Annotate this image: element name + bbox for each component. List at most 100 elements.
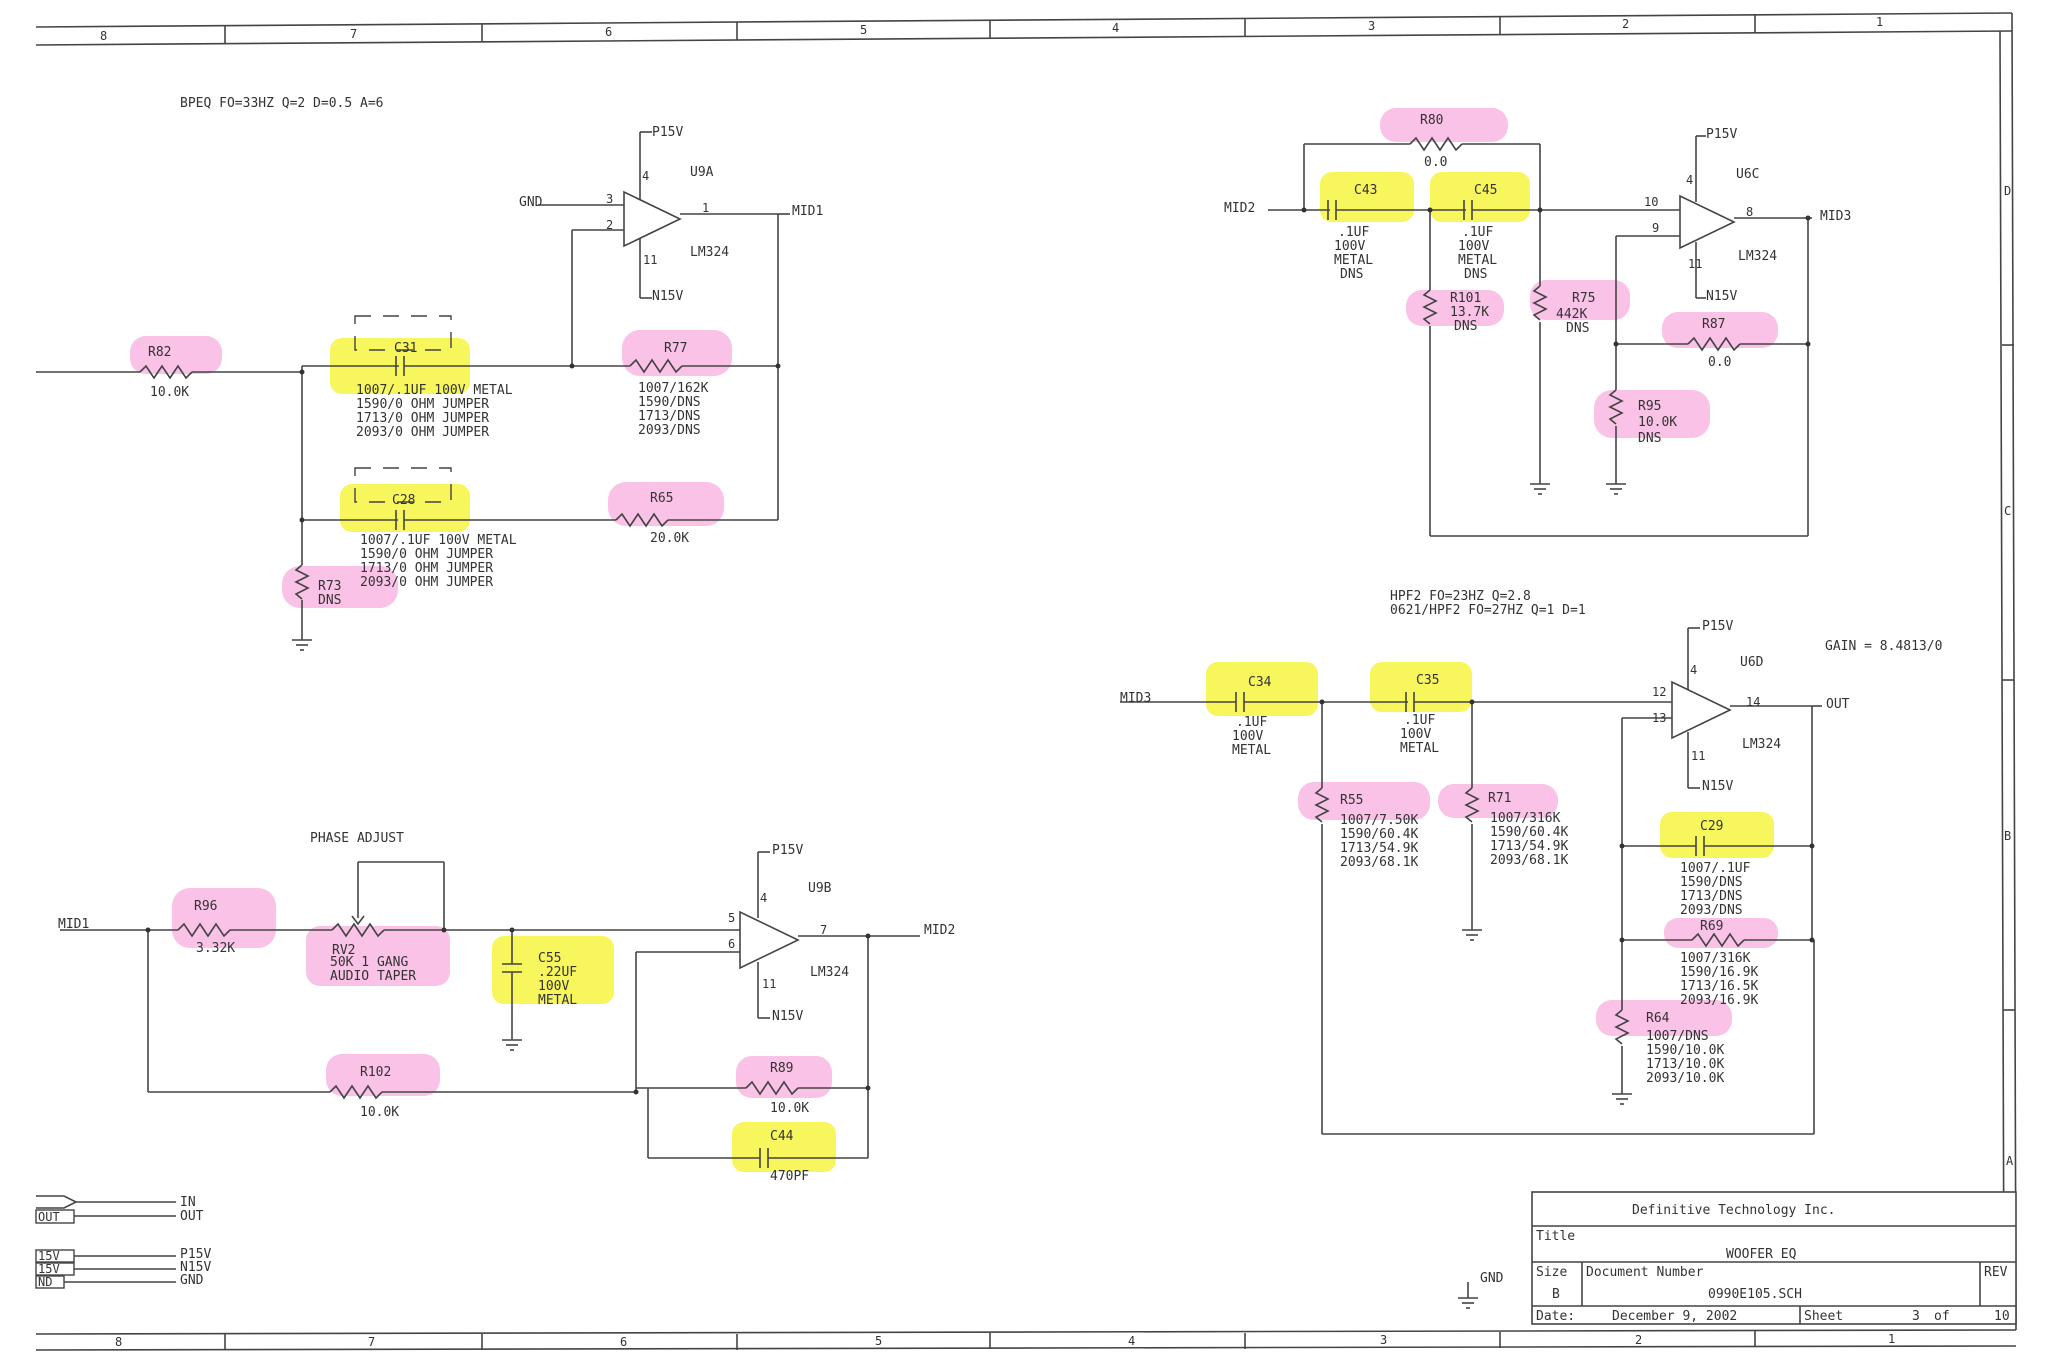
zone-bottom-5: 5 [875,1334,882,1348]
c55-ref: C55 [538,951,561,966]
u9a-gnd: GND [519,195,543,210]
r69-line3: 1713/16.5K [1680,979,1758,994]
u6d-pin-out: 14 [1746,695,1760,709]
r77-line2: 1590/DNS [638,395,701,410]
c35-line1: .1UF [1404,713,1435,728]
highlight-r80 [1380,108,1508,142]
mid1-in-label: MID1 [58,917,89,932]
highlight-c35 [1370,662,1472,712]
port-p15v-label: P15V [180,1247,211,1262]
gnd-symbol: GND [1458,1271,1504,1309]
u9b-n15v: N15V [772,1009,803,1024]
port-n15v-box: 15V [38,1262,60,1276]
r102-ref: R102 [360,1065,391,1080]
r89-ref: R89 [770,1061,793,1076]
gain-note: GAIN = 8.4813/0 [1825,639,1942,654]
c35-line2: 100V [1400,727,1431,742]
c29-line1: 1007/.1UF [1680,861,1751,876]
c43-line1: .1UF [1338,225,1369,240]
port-gnd-label: GND [180,1273,204,1288]
c45-ref: C45 [1474,183,1497,198]
r55-line1: 1007/7.50K [1340,813,1418,828]
u6d-ref: U6D [1740,655,1764,670]
r95-line2: DNS [1638,431,1661,446]
c44-ref: C44 [770,1129,794,1144]
mid3-in-label: MID3 [1120,691,1151,706]
zone-right-d: D [2004,184,2011,198]
u6c-part-labels: R80 0.0 C43 .1UF 100V METAL DNS C45 .1UF… [1334,113,1731,446]
zone-top-8: 8 [100,29,107,43]
r75-line1: 442K [1556,307,1587,322]
u6d-opamp: MID3 P15V U6D LM324 N15V 12 13 14 4 11 O… [1120,619,1850,794]
r69-line4: 2093/16.9K [1680,993,1758,1008]
r77-line1: 1007/162K [638,381,709,396]
r96-value: 3.32K [196,941,235,956]
u6c-ref: U6C [1736,167,1759,182]
r77-line3: 1713/DNS [638,409,701,424]
u6c-p15v: P15V [1706,127,1737,142]
c28-line3: 1713/0 OHM JUMPER [360,561,493,576]
r89-value: 10.0K [770,1101,809,1116]
sheet-border [35,12,2017,1351]
c34-line2: 100V [1232,729,1263,744]
r65-ref: R65 [650,491,673,506]
u9a-pin-out: 1 [702,201,709,215]
r55-line4: 2093/68.1K [1340,855,1418,870]
u9b-pin-vee: 11 [762,977,776,991]
port-out-label: OUT [180,1209,204,1224]
hpf2-section [1120,627,1822,1135]
rv2-ref: RV2 [332,943,355,958]
u6d-p15v: P15V [1702,619,1733,634]
tb-size: B [1552,1287,1560,1302]
c45-line3: METAL [1458,253,1497,268]
zone-top-1: 1 [1876,15,1883,29]
tb-docnum-label: Document Number [1586,1265,1704,1280]
zone-bottom-4: 4 [1128,1334,1135,1348]
highlight-c31 [330,338,470,394]
c55-line2: 100V [538,979,569,994]
title-block: Definitive Technology Inc. Title WOOFER … [1531,1191,2017,1325]
u6c-pin-minus: 9 [1652,221,1659,235]
r71-line3: 1713/54.9K [1490,839,1568,854]
zone-top-3: 3 [1368,19,1375,33]
r82-value: 10.0K [150,385,189,400]
c34-line1: .1UF [1236,715,1267,730]
u9a-pin-plus: 3 [606,192,613,206]
u9b-part: LM324 [810,965,849,980]
c45-line2: 100V [1458,239,1489,254]
u6d-pin-minus: 13 [1652,711,1666,725]
c45-line1: .1UF [1462,225,1493,240]
highlight-r64 [1596,1000,1732,1036]
r69-line1: 1007/316K [1680,951,1751,966]
tb-docnum: 0990E105.SCH [1708,1287,1802,1302]
c55-line1: .22UF [538,965,577,980]
r64-line3: 1713/10.0K [1646,1057,1724,1072]
highlight-r55 [1298,782,1430,820]
phase-adjust-section [60,851,920,1168]
out-label: OUT [1826,697,1850,712]
c29-line3: 1713/DNS [1680,889,1743,904]
r77-line4: 2093/DNS [638,423,701,438]
highlight-r102 [326,1054,440,1096]
hpf2-part-labels: C34 .1UF 100V METAL C35 .1UF 100V METAL … [1232,673,1758,1086]
tb-of-label: of [1934,1309,1950,1324]
port-p15v-box: 15V [38,1249,60,1263]
r64-line2: 1590/10.0K [1646,1043,1724,1058]
mid3-out-label: MID3 [1820,209,1851,224]
u6d-pin-plus: 12 [1652,685,1666,699]
u9b-pin-vcc: 4 [760,891,767,905]
zone-top-2: 2 [1622,17,1629,31]
tb-title-label: Title [1536,1229,1575,1244]
r69-ref: R69 [1700,919,1723,934]
u6c-pin-vcc: 4 [1686,173,1693,187]
port-n15v-label: N15V [180,1260,211,1275]
c35-ref: C35 [1416,673,1439,688]
u6d-n15v: N15V [1702,779,1733,794]
u6c-section [1268,135,1812,537]
hpf2-heading-line2: 0621/HPF2 FO=27HZ Q=1 D=1 [1390,603,1586,618]
r80-ref: R80 [1420,113,1443,128]
r73-ref: R73 [318,579,341,594]
c28-line1: 1007/.1UF 100V METAL [360,533,517,548]
c28-line4: 2093/0 OHM JUMPER [360,575,493,590]
